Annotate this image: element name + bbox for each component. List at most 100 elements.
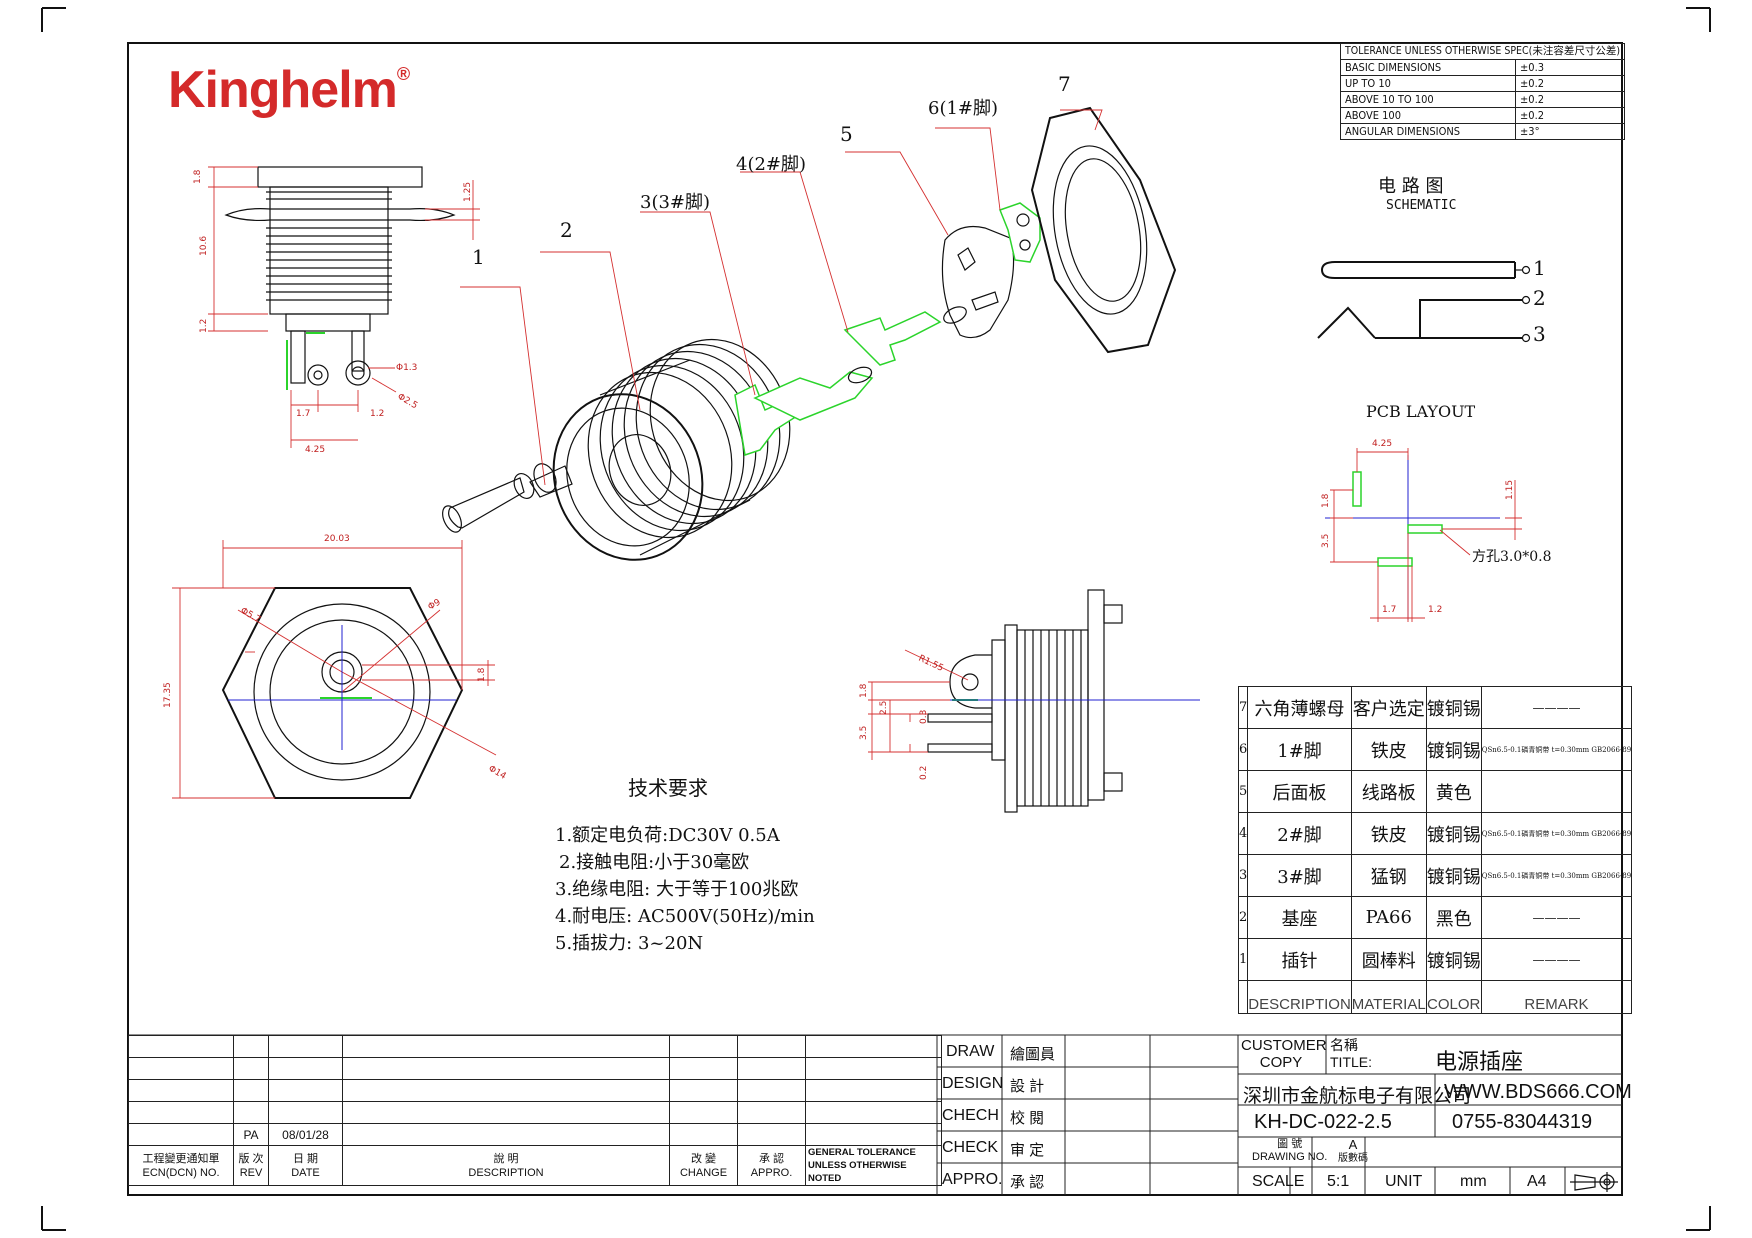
ecn-en: ECN(DCN) NO. xyxy=(142,1166,220,1179)
callout-2: 2 xyxy=(560,218,573,242)
bom-desc: 后面板 xyxy=(1247,770,1352,813)
right-view: R1.55 1.8 2.5 3.5 0.3 0.2 xyxy=(859,589,1200,813)
tolerance-header: TOLERANCE UNLESS OTHERWISE SPEC(未注容差尺寸公差… xyxy=(1340,43,1625,60)
svg-text:1.15: 1.15 xyxy=(1505,480,1515,500)
bom-header-mat: MATERIAL xyxy=(1350,980,1427,1014)
rev-value: PA xyxy=(233,1123,269,1146)
gen-tol-2: UNLESS OTHERWISE NOTED xyxy=(808,1160,907,1184)
change-en: CHANGE xyxy=(679,1166,728,1179)
bom-color: 镀铜锡 xyxy=(1425,938,1482,981)
side-view: 1.8 10.6 1.2 1.25 Φ1.3 Φ2.5 1.7 1.2 4.25 xyxy=(193,166,480,455)
unit-value: mm xyxy=(1460,1173,1487,1190)
bom-color: 镀铜锡 xyxy=(1425,728,1482,771)
svg-text:1.8: 1.8 xyxy=(1321,493,1331,508)
bom-header-color: COLOR xyxy=(1425,980,1482,1014)
callout-4: 4(2#脚) xyxy=(736,154,807,175)
svg-text:1.8: 1.8 xyxy=(477,667,487,682)
svg-text:Φ5.7: Φ5.7 xyxy=(239,606,263,625)
bom-mat: 铁皮 xyxy=(1350,728,1427,771)
svg-text:1.7: 1.7 xyxy=(1382,605,1396,615)
role-draw: DRAW xyxy=(946,1043,995,1060)
svg-text:R1.55: R1.55 xyxy=(917,654,945,674)
role-chech: CHECH xyxy=(942,1107,999,1124)
callout-3: 3(3#脚) xyxy=(640,192,711,213)
version-cn: 版數碼 xyxy=(1338,1153,1368,1164)
drawing-border xyxy=(127,42,1623,1196)
svg-text:20.03: 20.03 xyxy=(324,534,350,544)
tech-requirements-title: 技术要求 xyxy=(628,776,708,800)
role-appro: APPRO. xyxy=(942,1171,1003,1188)
kinghelm-logo: Kinghelm® xyxy=(168,61,410,119)
callout-5: 5 xyxy=(840,122,853,146)
svg-text:Φ2.5: Φ2.5 xyxy=(396,392,420,411)
bom-desc: 插针 xyxy=(1247,938,1352,981)
unit-label: UNIT xyxy=(1385,1173,1423,1190)
appro-cn: 承 認 xyxy=(758,1152,785,1165)
bom-mat: 线路板 xyxy=(1350,770,1427,813)
bom-no: 1 xyxy=(1237,938,1249,981)
bom-remark: ———— xyxy=(1480,896,1633,939)
callout-6: 6(1#脚) xyxy=(928,98,999,119)
svg-text:1.8: 1.8 xyxy=(859,683,869,698)
tol-value: ±0.2 xyxy=(1515,107,1625,124)
customer-copy-label: CUSTOMER COPY xyxy=(1241,1037,1327,1071)
role-design-cn: 設 計 xyxy=(1010,1078,1045,1095)
bom-no: 5 xyxy=(1237,770,1249,813)
date-cn: 日 期 xyxy=(292,1152,319,1165)
exploded-view xyxy=(442,106,1177,561)
schematic-symbol xyxy=(1317,261,1531,343)
tech-item: 3.绝缘电阻: 大于等于100兆欧 xyxy=(555,879,799,900)
change-cn: 改 變 xyxy=(690,1152,717,1165)
schematic-title-cn: 电 路 图 xyxy=(1378,176,1444,197)
appro-en: APPRO. xyxy=(750,1166,793,1179)
tol-value: ±0.2 xyxy=(1515,91,1625,108)
bom-color: 镀铜锡 xyxy=(1425,854,1482,897)
bom-no: 4 xyxy=(1237,812,1249,855)
drawing-no-cn: 圖 號 xyxy=(1277,1138,1303,1150)
svg-text:Φ14: Φ14 xyxy=(487,764,508,782)
svg-text:0.3: 0.3 xyxy=(919,710,929,724)
role-design: DESIGN xyxy=(942,1075,1004,1092)
customer-label: CUSTOMER xyxy=(1241,1037,1327,1054)
svg-text:1.2: 1.2 xyxy=(370,409,384,419)
bom-desc: 3#脚 xyxy=(1247,854,1352,897)
bom-mat: 客户选定 xyxy=(1350,686,1427,729)
tol-value: ±0.3 xyxy=(1515,59,1625,76)
tol-label: ANGULAR DIMENSIONS xyxy=(1340,123,1516,140)
svg-text:1.2: 1.2 xyxy=(199,319,209,333)
title-en-label: TITLE: xyxy=(1330,1054,1373,1070)
tech-item: 1.额定电负荷:DC30V 0.5A xyxy=(555,825,780,846)
bom-color: 镀铜锡 xyxy=(1425,812,1482,855)
schematic-title-en: SCHEMATIC xyxy=(1386,198,1457,213)
bom-no: 3 xyxy=(1237,854,1249,897)
tol-label: UP TO 10 xyxy=(1340,75,1516,92)
ecn-cn: 工程變更通知單 xyxy=(142,1152,220,1165)
bom-mat: 猛钢 xyxy=(1350,854,1427,897)
tech-item: 5.插拔力: 3~20N xyxy=(555,933,704,954)
bom-desc: 基座 xyxy=(1247,896,1352,939)
svg-text:1.7: 1.7 xyxy=(296,409,310,419)
svg-text:4.25: 4.25 xyxy=(305,445,325,455)
role-draw-cn: 繪圖員 xyxy=(1010,1046,1056,1063)
svg-text:1.2: 1.2 xyxy=(1428,605,1442,615)
tol-label: BASIC DIMENSIONS xyxy=(1340,59,1516,76)
tolerance-table: TOLERANCE UNLESS OTHERWISE SPEC(未注容差尺寸公差… xyxy=(1340,43,1625,140)
company-name: 深圳市金航标电子有限公司 xyxy=(1243,1086,1472,1107)
role-check: CHECK xyxy=(942,1139,999,1156)
gen-tol-1: GENERAL TOLERANCE xyxy=(808,1147,916,1158)
bom-remark: ———— xyxy=(1480,938,1633,981)
pcb-layout-title: PCB LAYOUT xyxy=(1366,402,1476,421)
svg-text:Φ9: Φ9 xyxy=(427,597,443,612)
drawing-no-en: DRAWING NO. xyxy=(1252,1151,1328,1163)
bom-no: 7 xyxy=(1237,686,1249,729)
bom-mat: PA66 xyxy=(1350,896,1427,939)
role-appro-cn: 承 認 xyxy=(1010,1174,1045,1191)
bom-remark: QSn6.5-0.1磷青铜带 t=0.30mm GB2066-89 xyxy=(1480,854,1633,897)
svg-text:3.5: 3.5 xyxy=(1321,534,1331,548)
company-website: WWW.BDS666.COM xyxy=(1444,1081,1632,1103)
drawing-number: KH-DC-022-2.5 xyxy=(1254,1111,1392,1133)
